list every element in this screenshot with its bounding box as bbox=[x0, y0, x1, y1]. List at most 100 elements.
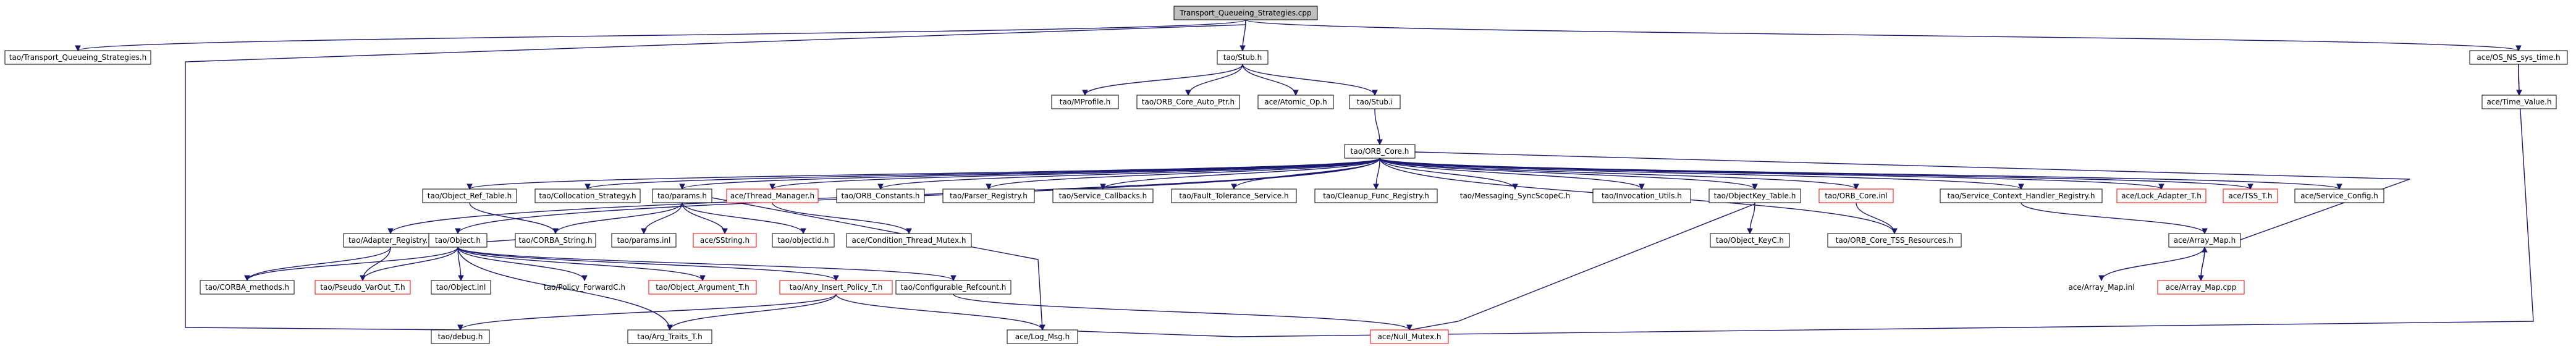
node-arg-traits[interactable]: tao/Arg_Traits_T.h bbox=[627, 329, 712, 344]
node-configurable-refcount[interactable]: tao/Configurable_Refcount.h bbox=[895, 280, 1011, 295]
node-objectkey-table[interactable]: tao/ObjectKey_Table.h bbox=[1708, 188, 1801, 203]
edge-arrowhead bbox=[2247, 184, 2253, 190]
edge-line bbox=[1245, 19, 2519, 51]
node-orb-constants[interactable]: tao/ORB_Constants.h bbox=[836, 188, 925, 203]
node-pseudo-varout[interactable]: tao/Pseudo_VarOut_T.h bbox=[315, 280, 411, 295]
node-label: tao/Object.inl bbox=[436, 283, 486, 292]
node-label: tao/Configurable_Refcount.h bbox=[901, 283, 1007, 292]
node-orb-core-i[interactable]: tao/ORB_Core.inl bbox=[1818, 188, 1894, 203]
node-sstring[interactable]: ace/SString.h bbox=[693, 233, 757, 248]
edge-stub_h-to-orb_core_auto_ptr bbox=[1185, 64, 1243, 96]
node-box bbox=[726, 188, 819, 203]
node-invocation-utils[interactable]: tao/Invocation_Utils.h bbox=[1592, 188, 1691, 203]
node-object-ref-table[interactable]: tao/Object_Ref_Table.h bbox=[422, 188, 517, 203]
node-stub-i[interactable]: tao/Stub.i bbox=[1349, 95, 1401, 109]
node-mprofile[interactable]: tao/MProfile.h bbox=[1051, 95, 1119, 109]
node-array-map-h[interactable]: ace/Array_Map.h bbox=[2168, 233, 2241, 248]
node-orb-core-tss[interactable]: tao/ORB_Core_TSS_Resources.h bbox=[1827, 233, 1962, 248]
node-service-callbacks[interactable]: tao/Service_Callbacks.h bbox=[1052, 188, 1154, 203]
edge-line bbox=[185, 20, 1246, 331]
node-fault-tolerance[interactable]: tao/Fault_Tolerance_Service.h bbox=[1171, 188, 1297, 203]
node-box bbox=[627, 329, 712, 344]
edge-arrowhead bbox=[722, 228, 728, 235]
node-atomic-op[interactable]: ace/Atomic_Op.h bbox=[1257, 95, 1334, 109]
edge-line bbox=[1379, 158, 2340, 190]
edge-line bbox=[457, 247, 954, 281]
node-tqs-h[interactable]: tao/Transport_Queueing_Strategies.h bbox=[4, 50, 151, 65]
node-array-map-cpp[interactable]: ace/Array_Map.cpp bbox=[2157, 280, 2245, 295]
edge-orb_core-to-params_h bbox=[679, 158, 1380, 190]
node-box bbox=[534, 188, 641, 203]
node-label: ace/Thread_Manager.h bbox=[730, 192, 814, 200]
node-box bbox=[200, 280, 295, 295]
edge-arrowhead bbox=[1747, 228, 1753, 235]
edge-arrowhead bbox=[2158, 184, 2164, 190]
node-label: tao/Cleanup_Func_Registry.h bbox=[1323, 192, 1429, 200]
edge-line bbox=[682, 202, 804, 234]
node-cleanup-func[interactable]: tao/Cleanup_Func_Registry.h bbox=[1314, 188, 1438, 203]
edge-orb_core-to-thread_manager bbox=[769, 158, 1380, 190]
edge-arrowhead bbox=[833, 275, 839, 282]
node-time-value[interactable]: ace/Time_Value.h bbox=[2481, 95, 2557, 109]
node-object-i[interactable]: tao/Object.inl bbox=[431, 280, 491, 295]
node-box bbox=[422, 188, 517, 203]
nodes-layer: Transport_Queueing_Strategies.cpp tao/Tra… bbox=[4, 6, 2568, 344]
edge-any_insert_policy-to-arg_traits bbox=[667, 293, 837, 331]
edge-object_h-to-policy_forwardc bbox=[457, 247, 588, 282]
node-params-i[interactable]: tao/params.inl bbox=[611, 233, 677, 248]
node-policy-forwardc[interactable]: tao/Policy_ForwardC.h bbox=[544, 283, 625, 292]
edge-arrowhead bbox=[552, 228, 559, 235]
edge-line bbox=[1379, 158, 1642, 190]
node-box bbox=[2116, 188, 2206, 203]
node-corba-methods[interactable]: tao/CORBA_methods.h bbox=[200, 280, 295, 295]
node-params-h[interactable]: tao/params.h bbox=[652, 188, 712, 203]
node-messaging-sync[interactable]: tao/Messaging_SyncScopeC.h bbox=[1460, 192, 1571, 200]
node-label: tao/Pseudo_VarOut_T.h bbox=[320, 283, 405, 292]
node-any-insert-policy[interactable]: tao/Any_Insert_Policy_T.h bbox=[779, 280, 893, 295]
edge-line bbox=[1379, 158, 1516, 190]
node-root[interactable]: Transport_Queueing_Strategies.cpp bbox=[1173, 6, 1318, 20]
node-lock-adapter[interactable]: ace/Lock_Adapter_T.h bbox=[2116, 188, 2206, 203]
edge-line bbox=[1242, 64, 1296, 96]
node-collocation-strategy[interactable]: tao/Collocation_Strategy.h bbox=[534, 188, 641, 203]
node-orb-core[interactable]: tao/ORB_Core.h bbox=[1344, 144, 1416, 159]
node-array-map-i[interactable]: ace/Array_Map.inl bbox=[2068, 283, 2134, 292]
node-null-mutex[interactable]: ace/Null_Mutex.h bbox=[1370, 329, 1449, 344]
edge-objectkey_table-to-null_mutex bbox=[1406, 203, 1755, 331]
node-object-argument[interactable]: tao/Object_Argument_T.h bbox=[648, 280, 757, 295]
node-corba-string[interactable]: tao/CORBA_String.h bbox=[515, 233, 596, 248]
node-object-h[interactable]: tao/Object.h bbox=[428, 233, 488, 248]
edge-line bbox=[1856, 202, 1895, 234]
node-label: tao/Service_Callbacks.h bbox=[1059, 192, 1147, 200]
node-label: tao/CORBA_methods.h bbox=[205, 283, 289, 292]
edge-line bbox=[1379, 158, 1857, 190]
edge-line bbox=[772, 158, 1380, 190]
node-adapter-registry[interactable]: tao/Adapter_Registry.h bbox=[343, 233, 438, 248]
edge-objectkey_table-to-object_keyc bbox=[1747, 202, 1755, 235]
edge-arrowhead bbox=[877, 184, 884, 190]
node-os-ns-sys-time[interactable]: ace/OS_NS_sys_time.h bbox=[2469, 50, 2568, 65]
node-service-config[interactable]: ace/Service_Config.h bbox=[2294, 188, 2384, 203]
node-objectid[interactable]: tao/objectid.h bbox=[772, 233, 835, 248]
node-box bbox=[942, 188, 1035, 203]
edge-arrowhead bbox=[1853, 184, 1859, 190]
edge-arrowhead bbox=[2336, 184, 2342, 190]
edge-orb_core_i-to-orb_core_tss bbox=[1856, 202, 1898, 235]
node-orb-core-auto-ptr[interactable]: tao/ORB_Core_Auto_Ptr.h bbox=[1136, 95, 1240, 109]
edge-orb_core-to-service_context_handler bbox=[1379, 158, 2024, 190]
node-debug-h[interactable]: tao/debug.h bbox=[431, 329, 490, 344]
node-tss-t[interactable]: ace/TSS_T.h bbox=[2223, 188, 2278, 203]
node-object-keyc[interactable]: tao/Object_KeyC.h bbox=[1710, 233, 1790, 248]
node-label: ace/Service_Config.h bbox=[2300, 192, 2378, 200]
edge-arrowhead bbox=[2018, 184, 2024, 190]
node-stub-h[interactable]: tao/Stub.h bbox=[1217, 50, 1269, 65]
node-label: ace/Condition_Thread_Mutex.h bbox=[852, 236, 966, 245]
node-condition-thread-mutex[interactable]: ace/Condition_Thread_Mutex.h bbox=[846, 233, 972, 248]
edge-line bbox=[835, 293, 1043, 331]
node-log-msg[interactable]: ace/Log_Msg.h bbox=[1007, 329, 1078, 344]
node-label: tao/Collocation_Strategy.h bbox=[539, 192, 636, 200]
node-thread-manager[interactable]: ace/Thread_Manager.h bbox=[726, 188, 819, 203]
node-parser-registry[interactable]: tao/Parser_Registry.h bbox=[942, 188, 1035, 203]
node-box bbox=[836, 188, 925, 203]
node-service-context-handler[interactable]: tao/Service_Context_Handler_Registry.h bbox=[1940, 188, 2103, 203]
